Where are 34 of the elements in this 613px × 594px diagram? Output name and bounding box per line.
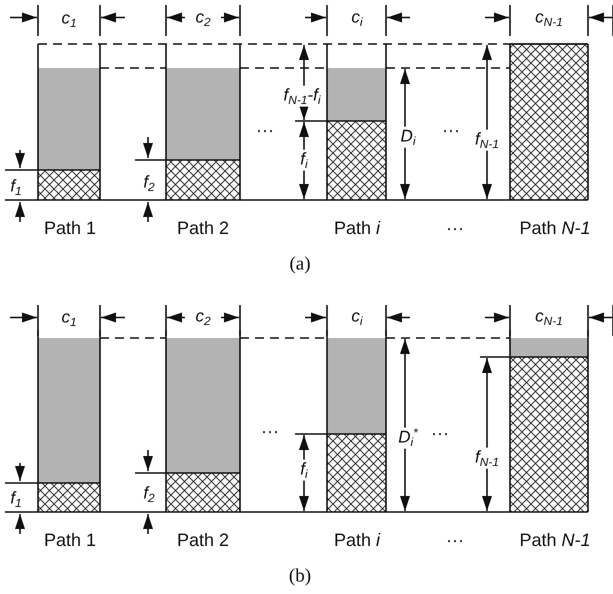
path-label: Path i — [334, 219, 380, 239]
path-label: ··· — [446, 219, 464, 239]
path-label: Path 1 — [44, 531, 96, 551]
dimension-label: D$_{i}$ — [400, 126, 416, 148]
dimension-label: c$_{2}$ — [195, 8, 211, 28]
dimension-label: c$_{N-1}$ — [535, 308, 563, 326]
dimension-label: c$_{N-1}$ — [535, 8, 563, 28]
path-label: Path 1 — [44, 219, 96, 239]
dimension-label: f$_{i}$ — [300, 460, 308, 480]
dimension-label: f$_{1}$ — [10, 490, 22, 508]
path-label: Path 2 — [176, 531, 230, 551]
dimension-label: c$_{i}$ — [351, 308, 363, 326]
dimension-label: c$_{2}$ — [195, 308, 211, 326]
dimension-label: f$_{2}$ — [143, 174, 155, 192]
dimension-label: f$_{N-1}$ — [475, 130, 499, 150]
dimension-label: c$_{1}$ — [61, 308, 77, 328]
path-label: ··· — [256, 121, 274, 141]
path-label: Path i — [334, 531, 380, 551]
dimension-label: f$_{i}$ — [300, 150, 308, 170]
path-label: ··· — [442, 121, 460, 141]
path-label: Path 2 — [176, 219, 230, 239]
dimension-label: f$_{N-1}$-f$_{i}$ — [284, 86, 320, 106]
dimension-label: f$_{1}$ — [10, 178, 22, 196]
path-label: ··· — [446, 531, 464, 551]
path-label: ··· — [261, 422, 279, 442]
panel-caption: (b) — [288, 566, 312, 588]
path-label: Path N-1 — [519, 219, 591, 239]
path-label: Path N-1 — [519, 531, 591, 551]
panel-caption: (a) — [289, 254, 311, 276]
path-label: ··· — [431, 424, 449, 444]
dimension-label: f$_{N-1}$ — [475, 448, 499, 468]
dimension-label: c$_{i}$ — [351, 8, 363, 28]
dimension-label: f$_{2}$ — [143, 484, 155, 504]
dimension-label: c$_{1}$ — [61, 10, 77, 28]
